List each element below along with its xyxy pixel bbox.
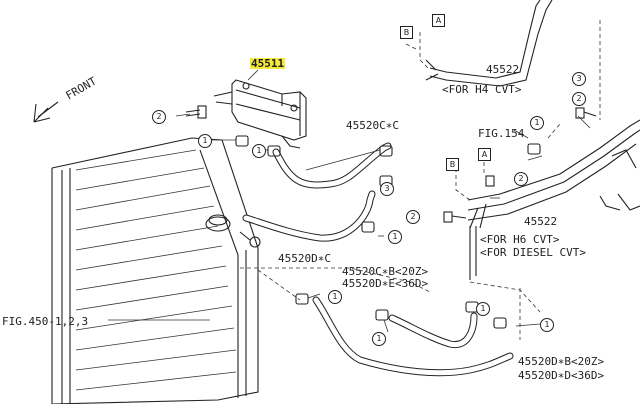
part-number-45520d-b: 45520D∗B<20Z> bbox=[518, 355, 605, 368]
front-arrow-icon bbox=[33, 101, 59, 123]
cooler-drawing bbox=[213, 79, 307, 149]
ref-box-a: A bbox=[432, 14, 445, 27]
fig-154-reference: FIG.154 bbox=[478, 127, 525, 140]
part-number-45520d-c: 45520D∗C bbox=[278, 252, 331, 265]
ref-box-b: B bbox=[446, 158, 459, 171]
part-number-45520c-b: 45520C∗B<20Z> bbox=[342, 265, 429, 278]
part-number-45520c-c: 45520C∗C bbox=[346, 119, 399, 132]
callout-2: 2 bbox=[514, 172, 528, 186]
part-number-45522-mid: 45522 bbox=[524, 215, 558, 228]
callout-1: 1 bbox=[372, 332, 386, 346]
for-diesel-cvt-label: <FOR DIESEL CVT> bbox=[480, 246, 586, 259]
callout-1: 1 bbox=[540, 318, 554, 332]
ref-box-b: B bbox=[400, 26, 413, 39]
callout-1: 1 bbox=[530, 116, 544, 130]
part-number-45522-top: 45522 bbox=[486, 63, 520, 76]
callout-2: 2 bbox=[572, 92, 586, 106]
callout-1: 1 bbox=[198, 134, 212, 148]
callout-2: 2 bbox=[152, 110, 166, 124]
part-number-45520d-e: 45520D∗E<36D> bbox=[342, 277, 429, 290]
part-number-45520d-d: 45520D∗D<36D> bbox=[518, 369, 605, 382]
callout-1: 1 bbox=[328, 290, 342, 304]
radiator-drawing bbox=[51, 137, 261, 404]
for-h4-cvt-label: <FOR H4 CVT> bbox=[442, 83, 522, 96]
callout-1: 1 bbox=[476, 302, 490, 316]
ref-box-a: A bbox=[478, 148, 491, 161]
callout-3: 3 bbox=[380, 182, 394, 196]
callout-1: 1 bbox=[252, 144, 266, 158]
callout-3: 3 bbox=[572, 72, 586, 86]
for-h6-cvt-label: <FOR H6 CVT> bbox=[480, 233, 560, 246]
part-number-45511: 45511 bbox=[250, 57, 286, 70]
fig-450-reference: FIG.450-1,2,3 bbox=[2, 315, 89, 328]
callout-2: 2 bbox=[406, 210, 420, 224]
callout-1: 1 bbox=[388, 230, 402, 244]
